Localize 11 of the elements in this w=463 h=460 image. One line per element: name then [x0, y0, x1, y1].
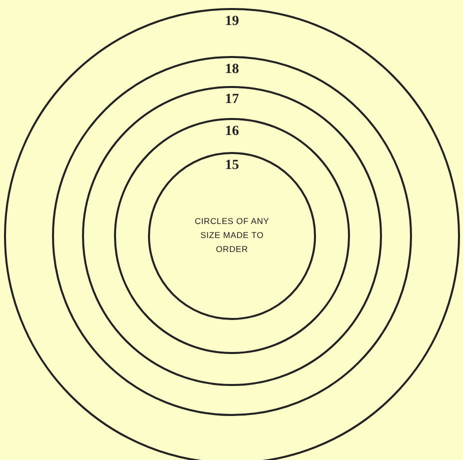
- ring-circle: [148, 152, 316, 320]
- size-number: 19: [225, 14, 239, 30]
- size-number: 17: [225, 92, 239, 108]
- size-number: 15: [225, 158, 239, 174]
- note-text: CIRCLES OF ANY SIZE MADE TO ORDER: [194, 215, 270, 256]
- size-number: 16: [225, 124, 239, 140]
- ring-circle: [52, 56, 412, 416]
- ring-circle: [4, 8, 460, 460]
- size-number: 18: [225, 62, 239, 78]
- ring-circle: [114, 118, 350, 354]
- ring-circle: [82, 86, 382, 386]
